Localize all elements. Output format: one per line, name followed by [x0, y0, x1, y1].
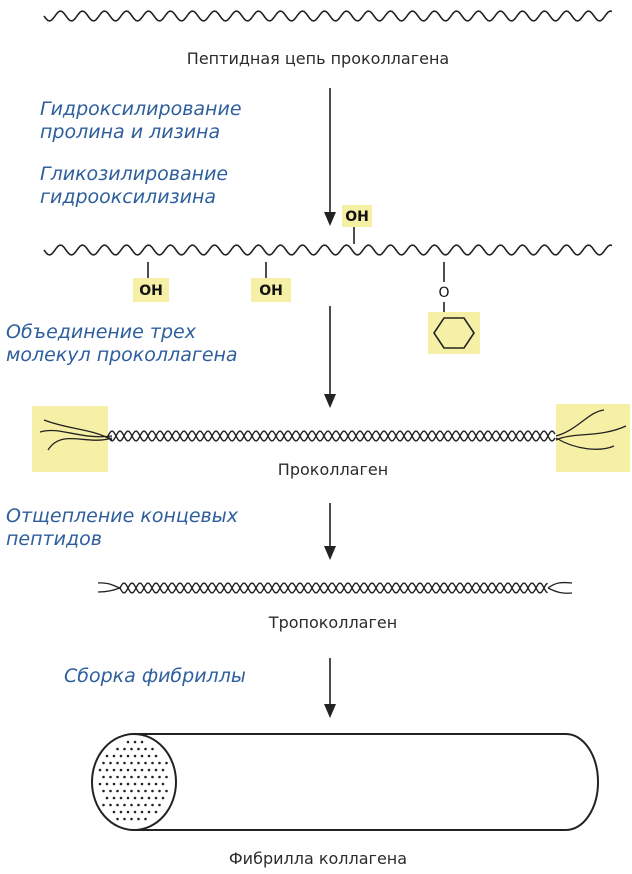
hexose-ring-icon: [433, 317, 475, 349]
svg-text:OH: OH: [345, 209, 369, 225]
procollagen-right-tails: [555, 409, 627, 450]
procollagen-triple-helix: [107, 430, 556, 442]
step-association-line2: молекул проколлагена: [6, 344, 238, 366]
hydroxyl-group-top: OH: [342, 205, 372, 244]
procollagen-right-propeptide-highlight: [556, 404, 630, 472]
procollagen-left-tails: [39, 419, 113, 451]
step-hydroxylation-line2: пролина и лизина: [40, 121, 220, 143]
svg-text:OH: OH: [139, 283, 163, 299]
peptide-chain-label: Пептидная цепь проколлагена: [187, 49, 449, 68]
arrow-2: [324, 306, 336, 408]
hydroxyl-group-1: OH: [133, 262, 169, 302]
procollagen-label: Проколлаген: [278, 460, 388, 479]
fibril-label: Фибрилла коллагена: [229, 849, 407, 868]
arrow-3: [324, 503, 336, 560]
svg-text:OH: OH: [259, 283, 283, 299]
hydroxyl-group-2: OH: [251, 262, 291, 302]
sugar-ring-group: O: [428, 262, 480, 354]
step-assembly-line1: Сборка фибриллы: [64, 665, 246, 687]
modified-chain-wave: [43, 244, 613, 256]
ether-oxygen-label: O: [438, 285, 449, 301]
step-cleavage-line2: пептидов: [6, 528, 102, 550]
arrow-4: [324, 658, 336, 718]
step-hydroxylation-line1: Гидроксилирование: [40, 98, 242, 120]
tropocollagen-tails: [97, 581, 573, 594]
fibril-cross-section-dots: [98, 740, 168, 821]
peptide-chain-wave: [43, 10, 613, 22]
collagen-fibril: [91, 733, 599, 831]
step-cleavage-line1: Отщепление концевых: [6, 505, 239, 527]
arrow-1: [324, 88, 336, 226]
step-association-line1: Объединение трех: [6, 321, 197, 343]
tropocollagen-label: Тропоколлаген: [268, 613, 397, 632]
tropocollagen-triple-helix: [119, 582, 548, 594]
step-glycosylation-line2: гидрооксилизина: [40, 186, 216, 208]
step-glycosylation-line1: Гликозилирование: [40, 163, 228, 185]
